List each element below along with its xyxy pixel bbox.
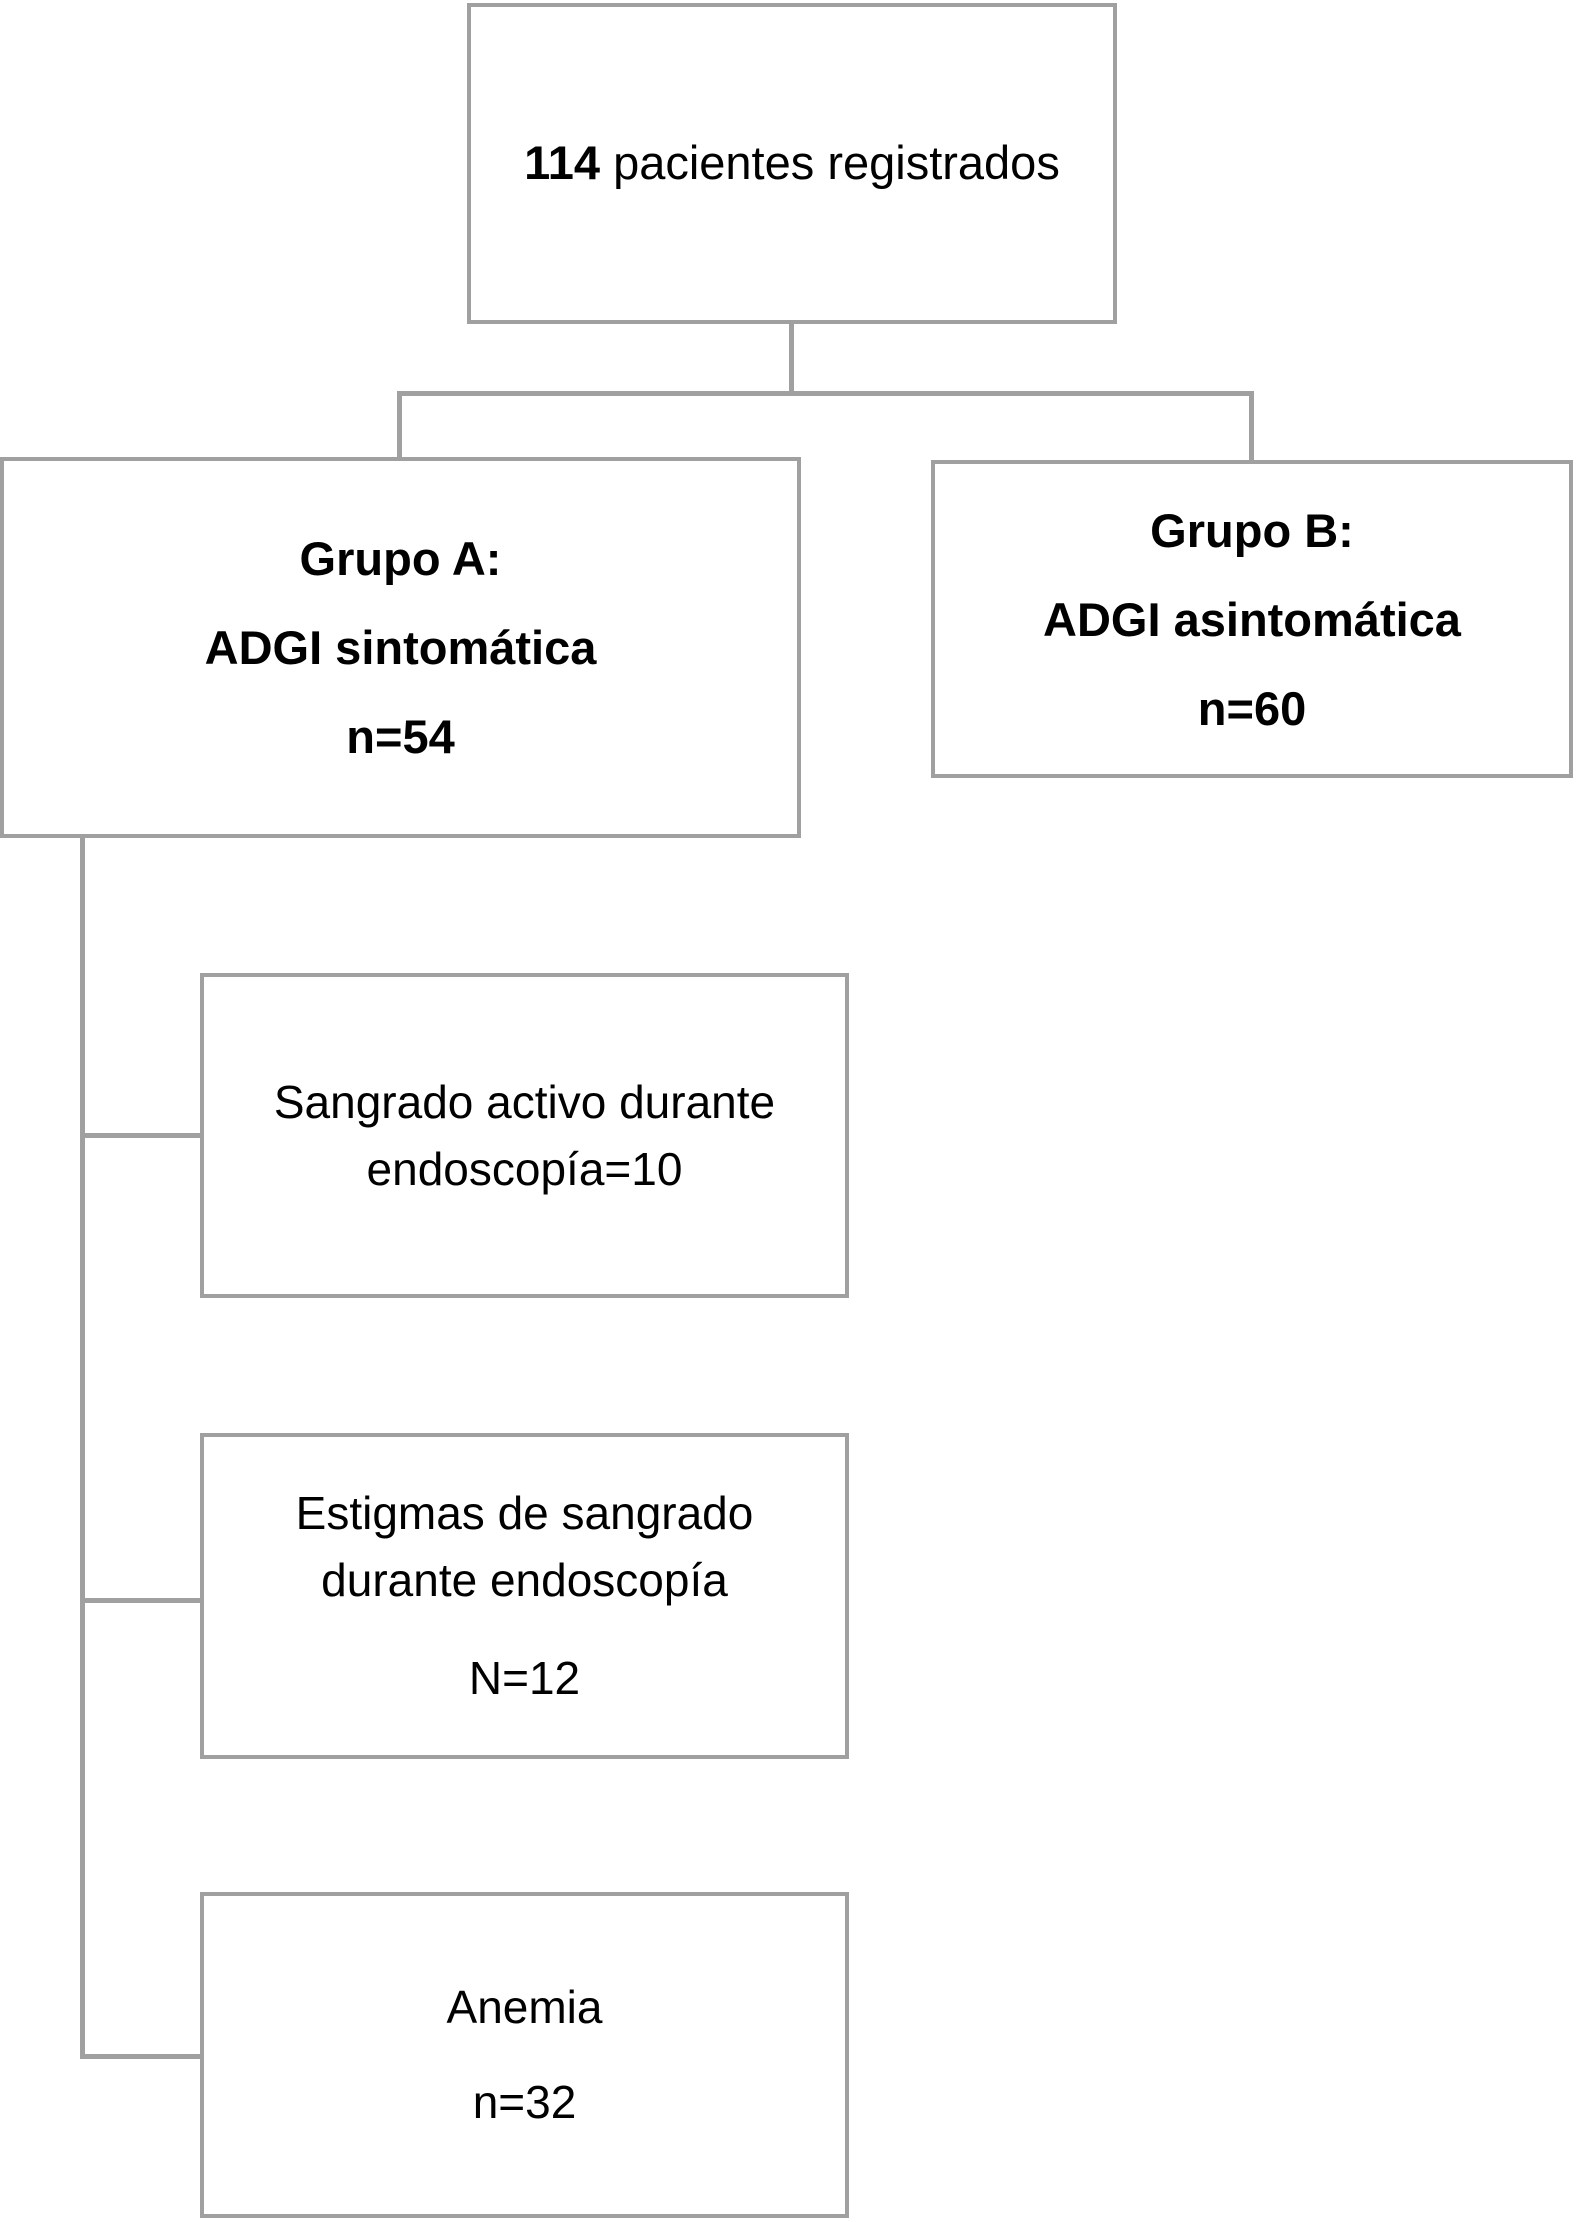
stub-line-bleeding-stigmata [82,1598,202,1603]
registered-patients-box: 114 pacientes registrados [467,3,1117,324]
group-b-description: ADGI asintomática [1043,592,1461,646]
patient-count: 114 [524,136,600,190]
anemia-count: n=32 [472,2076,577,2128]
patient-count-caption: pacientes registrados [613,136,1060,190]
group-b-count: n=60 [1197,681,1307,735]
group-b-title: Grupo B: [1150,503,1354,557]
stub-line-anemia [82,2054,202,2059]
bleeding-stigmata-line2: durante endoscopía [321,1554,728,1607]
connector-right-drop-line [1249,391,1254,462]
bleeding-stigmata-count: N=12 [468,1651,581,1704]
group-a-count: n=54 [346,710,455,763]
anemia-box: Anemia n=32 [200,1892,849,2218]
connector-left-drop-line [397,391,402,459]
stub-line-active-bleeding [82,1133,202,1138]
bleeding-stigmata-line1: Estigmas de sangrado [295,1487,754,1540]
connector-horizontal-line [397,391,1254,396]
active-bleeding-line2: endoscopía=10 [366,1142,683,1195]
anemia-label: Anemia [446,1981,603,2034]
active-bleeding-box: Sangrado activo durante endoscopía=10 [200,973,849,1298]
group-a-spine-line [80,836,85,2059]
group-a-description: ADGI sintomática [204,621,597,674]
bleeding-stigmata-box: Estigmas de sangrado durante endoscopía … [200,1433,849,1759]
group-b-box: Grupo B: ADGI asintomática n=60 [931,460,1573,778]
active-bleeding-line1: Sangrado activo durante [273,1075,776,1128]
group-a-box: Grupo A: ADGI sintomática n=54 [0,457,801,838]
group-a-title: Grupo A: [299,532,502,585]
registered-patients-label: 114 pacientes registrados [524,135,1060,191]
connector-top-vertical-line [789,322,794,395]
